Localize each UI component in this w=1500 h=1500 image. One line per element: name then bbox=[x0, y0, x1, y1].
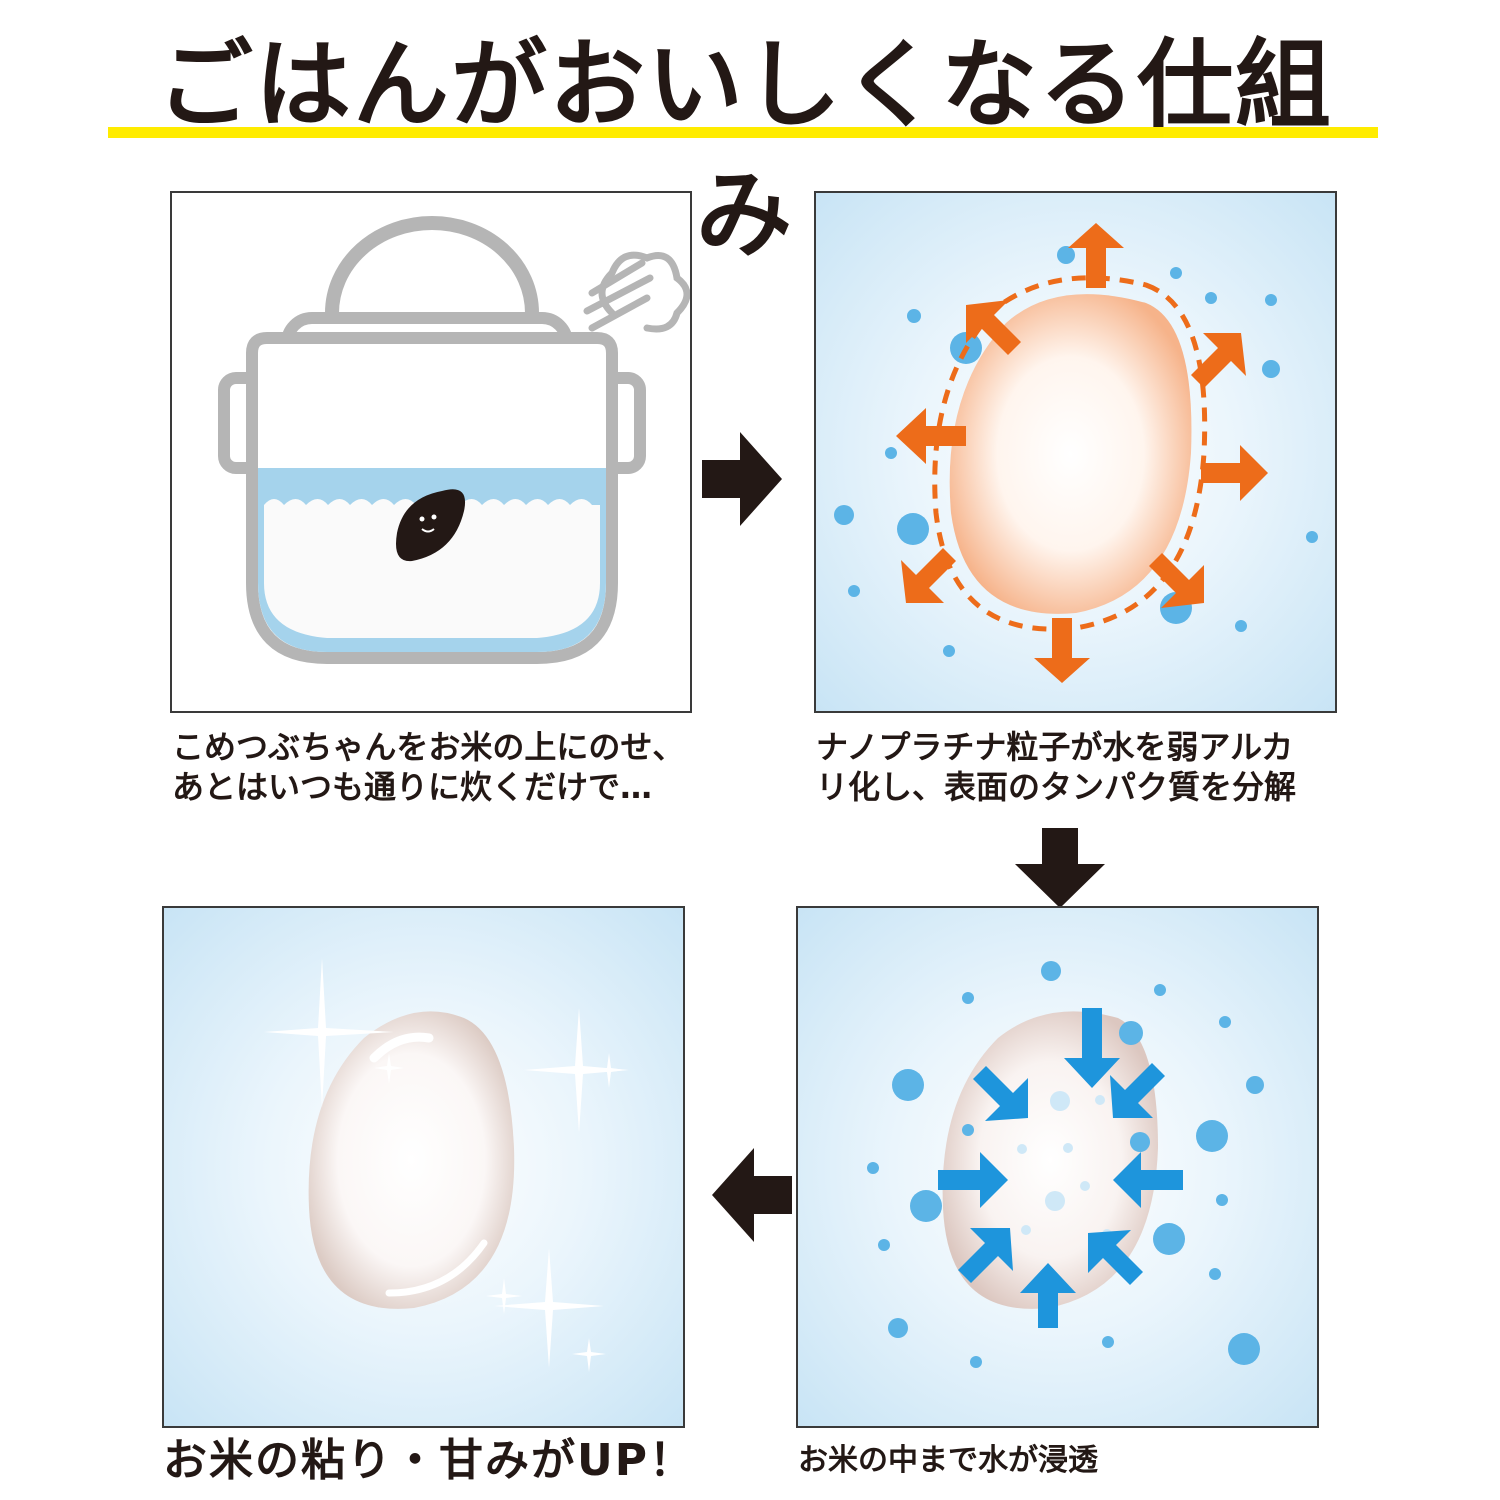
step1-caption-line2: あとはいつも通りに炊くだけで… bbox=[172, 768, 653, 806]
arrow-left-icon bbox=[712, 1148, 792, 1242]
shiny-rice-illustration bbox=[264, 958, 629, 1372]
arrow-right-icon bbox=[702, 432, 782, 526]
page-title: ごはんがおいしくなる仕組み bbox=[157, 29, 1333, 271]
step4-caption: お米の粘り・甘みがUP！ bbox=[163, 1435, 695, 1486]
alkaline-water-illustration bbox=[834, 223, 1318, 683]
step2-caption-line1: ナノプラチナ粒子が水を弱アルカ bbox=[816, 728, 1294, 766]
step3-caption: お米の中まで水が浸透 bbox=[798, 1443, 1098, 1478]
step1-panel bbox=[170, 191, 692, 713]
rice-cooker-illustration bbox=[218, 216, 690, 664]
inward-arrows-icon bbox=[938, 1008, 1183, 1328]
step2-panel bbox=[814, 191, 1337, 713]
water-penetration-illustration bbox=[867, 961, 1264, 1368]
arrow-down-icon bbox=[1015, 828, 1105, 908]
step1-caption-line1: こめつぶちゃんをお米の上にのせ、 bbox=[172, 728, 685, 766]
outward-arrows-icon bbox=[896, 223, 1268, 683]
sparkle-icon bbox=[264, 958, 629, 1372]
komebutsu-chan-icon bbox=[396, 489, 466, 562]
title-underline bbox=[108, 127, 1378, 138]
step3-panel bbox=[796, 906, 1319, 1428]
step4-panel bbox=[162, 906, 685, 1428]
step2-caption-line2: リ化し、表面のタンパク質を分解 bbox=[816, 768, 1297, 806]
steam-icon bbox=[583, 251, 690, 333]
